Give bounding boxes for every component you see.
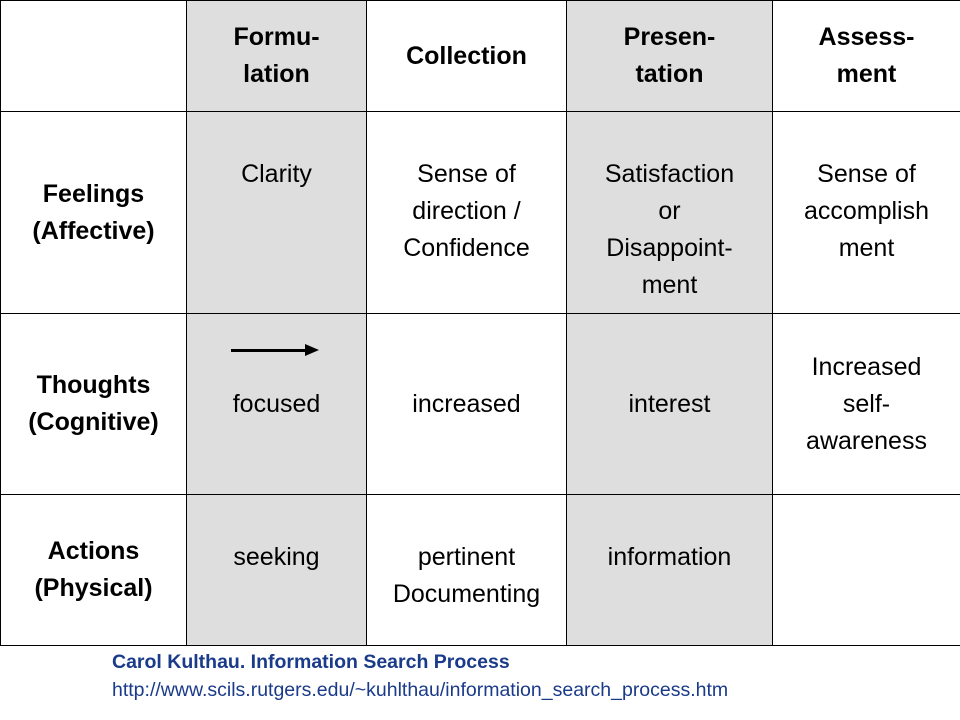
cell-text: interest	[628, 389, 711, 418]
cell-actions-presentation: information	[566, 494, 773, 646]
cell-thoughts-formulation: focused	[186, 313, 367, 495]
cell-actions-assessment	[772, 494, 960, 646]
cell-feelings-formulation: Clarity	[186, 111, 367, 314]
row-header-actions: Actions(Physical)	[0, 494, 187, 646]
citation-url[interactable]: http://www.scils.rutgers.edu/~kuhlthau/i…	[112, 679, 729, 701]
cell-thoughts-presentation: interest	[566, 313, 773, 495]
table-row-thoughts: Thoughts(Cognitive) focused increased in…	[0, 313, 960, 495]
col-header-presentation: Presen-tation	[566, 0, 773, 112]
isp-stages-table: Formu-lation Collection Presen-tation As…	[0, 0, 960, 646]
citation: Carol Kulthau. Information Search Proces…	[112, 648, 728, 704]
cell-text: seeking	[233, 543, 320, 571]
cell-thoughts-collection: increased	[366, 313, 567, 495]
cell-actions-formulation: seeking	[186, 494, 367, 646]
cell-text: information	[607, 543, 732, 571]
col-header-collection: Collection	[366, 0, 567, 112]
row-header-thoughts: Thoughts(Cognitive)	[0, 313, 187, 495]
citation-author: Carol Kulthau. Information Search Proces…	[112, 651, 510, 673]
right-arrow-icon	[231, 344, 319, 356]
cell-text: focused	[232, 389, 321, 418]
cell-text: increased	[412, 389, 521, 418]
row-header-feelings: Feelings(Affective)	[0, 111, 187, 314]
corner-cell	[0, 0, 187, 112]
header-row: Formu-lation Collection Presen-tation As…	[0, 0, 960, 112]
cell-text: Clarity	[241, 160, 312, 188]
col-header-formulation: Formu-lation	[186, 0, 367, 112]
col-header-assessment: Assess-ment	[772, 0, 960, 112]
